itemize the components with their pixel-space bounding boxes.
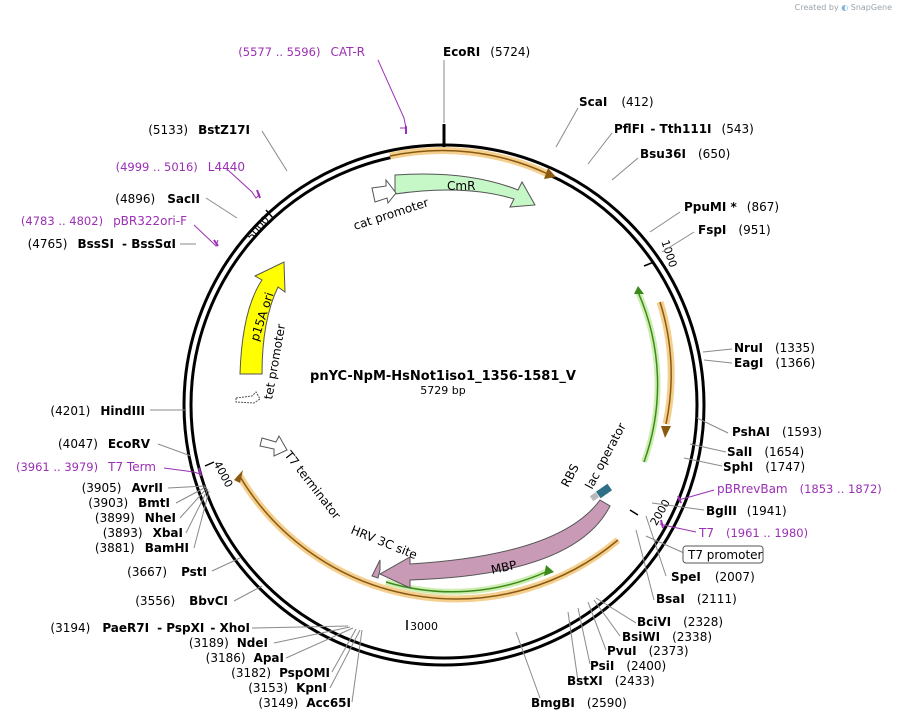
tet-promoter-arrow <box>235 391 261 404</box>
enzyme-leaders <box>150 60 733 703</box>
plasmid-name: pnYC-NpM-HsNot1iso1_1356-1581_V <box>310 369 576 384</box>
lac-operator-label: lac operator <box>582 421 629 492</box>
enzyme-ecorv: (4047)EcoRV <box>58 437 151 451</box>
orf-green-bottom-arrowhead <box>544 565 554 576</box>
t7-promoter-badge: T7 promoter <box>645 535 764 564</box>
orf-cmr-arc-core <box>389 149 549 175</box>
mbp-feature <box>378 499 611 589</box>
primer-cat-r: (5577 .. 5596)CAT-R <box>238 45 365 59</box>
enzyme-sali: SalI(1654) <box>727 445 804 459</box>
lac-operator-box <box>595 483 613 499</box>
enzyme-bsiwi: BsiWI(2338) <box>622 630 712 644</box>
enzyme-bstz17i: (5133)BstZ17I <box>148 123 250 137</box>
orf-bottom-arrowhead <box>234 470 243 483</box>
credit-prefix: Created by <box>794 3 839 12</box>
enzyme-xbai: (3893)XbaI <box>103 526 183 540</box>
cat-promoter-arrow <box>371 178 397 205</box>
enzyme-bcivi: BciVI(2328) <box>637 615 723 629</box>
cat-promoter-label: cat promoter <box>352 195 431 232</box>
cmr-feature <box>394 173 536 208</box>
primer-l4440: (4999 .. 5016)L4440 <box>116 160 245 174</box>
primer-pbr322ori-f: (4783 .. 4802)pBR322ori-F <box>21 214 187 228</box>
primer-pbrrevbam: pBRrevBam(1853 .. 1872) <box>717 482 882 496</box>
enzyme-scai: ScaI(412) <box>579 95 654 109</box>
hrv-3c-feature <box>371 559 381 579</box>
enzyme-paer7i: (3194)PaeR7I- PspXI- XhoI <box>50 621 250 635</box>
p15a-ori-feature <box>239 261 286 375</box>
orf-cmr-arc <box>389 147 550 178</box>
rbs-label: RBS <box>558 462 582 490</box>
enzyme-psii: PsiI(2400) <box>590 659 666 673</box>
enzyme-eagi: EagI(1366) <box>734 356 815 370</box>
orf-right-arc-core <box>659 301 672 425</box>
enzyme-bmgbi: BmgBI(2590) <box>531 696 627 710</box>
enzyme-sphi: SphI(1747) <box>723 460 805 474</box>
t7-promoter-label: T7 promoter <box>687 548 763 562</box>
enzyme-avrii: (3905)AvrII <box>82 481 163 495</box>
enzyme-fspi: FspI(951) <box>698 223 771 237</box>
primer-ticks <box>198 126 682 529</box>
enzyme-kpni: (3153)KpnI <box>248 681 327 695</box>
cmr-label: CmR <box>447 179 475 193</box>
enzyme-labels: EcoRI(5724) ScaI(412) PflFI- Tth111I(543… <box>28 45 822 710</box>
enzyme-hindiii: (4201)HindIII <box>50 404 145 418</box>
orf-cmr-arrowhead <box>544 168 556 179</box>
tick-3000: 3000 <box>406 620 438 633</box>
rbs-box <box>589 492 599 502</box>
enzyme-bsssi: (4765)BssSI- BssSαI <box>28 237 176 251</box>
enzyme-psti: (3667)PstI <box>127 565 207 579</box>
enzyme-sacii: (4896)SacII <box>115 192 200 206</box>
primer-t7: T7(1961 .. 1980) <box>698 526 808 540</box>
tick-label-5000: 5000 <box>244 214 272 244</box>
tet-promoter-label: tet promoter <box>261 323 288 401</box>
credit-brand: SnapGene <box>850 3 892 12</box>
enzyme-acc65i: (3149)Acc65I <box>258 696 351 710</box>
enzyme-bsu36i: Bsu36I(650) <box>640 147 730 161</box>
orf-green-right-core <box>637 291 659 463</box>
enzyme-pvui: PvuI(2373) <box>607 644 689 658</box>
enzyme-ecori: EcoRI(5724) <box>443 45 530 59</box>
enzyme-bsai: BsaI(2111) <box>656 592 737 606</box>
orf-green-bottom-core <box>385 570 549 593</box>
enzyme-pspomi: (3182)PspOMI <box>231 666 330 680</box>
enzyme-ppumi: PpuMI *(867) <box>684 200 779 214</box>
enzyme-pflfi: PflFI- Tth111I(543) <box>614 122 754 136</box>
hrv-3c-label: HRV 3C site <box>349 523 419 562</box>
enzyme-nrui: NruI(1335) <box>734 341 815 355</box>
tick-4000: 4000 <box>204 459 236 490</box>
snapgene-logo-icon: ◐ <box>841 3 849 12</box>
enzyme-bstxi: BstXI(2433) <box>567 674 655 688</box>
enzyme-pshai: PshAI(1593) <box>732 425 822 439</box>
tick-label-4000: 4000 <box>211 459 236 490</box>
enzyme-bamhi: (3881)BamHI <box>95 541 189 555</box>
orf-right-arrowhead <box>661 426 671 438</box>
enzyme-ndei: (3189)NdeI <box>189 636 268 650</box>
plasmid-size: 5729 bp <box>420 384 465 397</box>
mbp-label: MBP <box>490 558 518 577</box>
t7-terminator-label: T7 terminator <box>281 447 344 522</box>
enzyme-bbvci: (3556)BbvCI <box>135 594 228 608</box>
enzyme-spei: SpeI(2007) <box>671 570 755 584</box>
enzyme-nhei: (3899)NheI <box>95 511 176 525</box>
t7-terminator-arrow <box>259 434 288 457</box>
orf-bottom-arc-core <box>238 474 619 600</box>
primer-labels: (5577 .. 5596)CAT-R (4999 .. 5016)L4440 … <box>16 45 882 540</box>
orf-green-right-arrowhead <box>634 286 644 294</box>
enzyme-bmti: (3903)BmtI <box>88 496 170 510</box>
snapgene-credit: Created by ◐ SnapGene <box>795 3 892 12</box>
primer-t7-term: (3961 .. 3979)T7 Term <box>16 460 156 474</box>
tick-label-3000: 3000 <box>410 620 438 633</box>
enzyme-bglii: BglII(1941) <box>706 504 787 518</box>
enzyme-apai: (3186)ApaI <box>206 651 284 665</box>
